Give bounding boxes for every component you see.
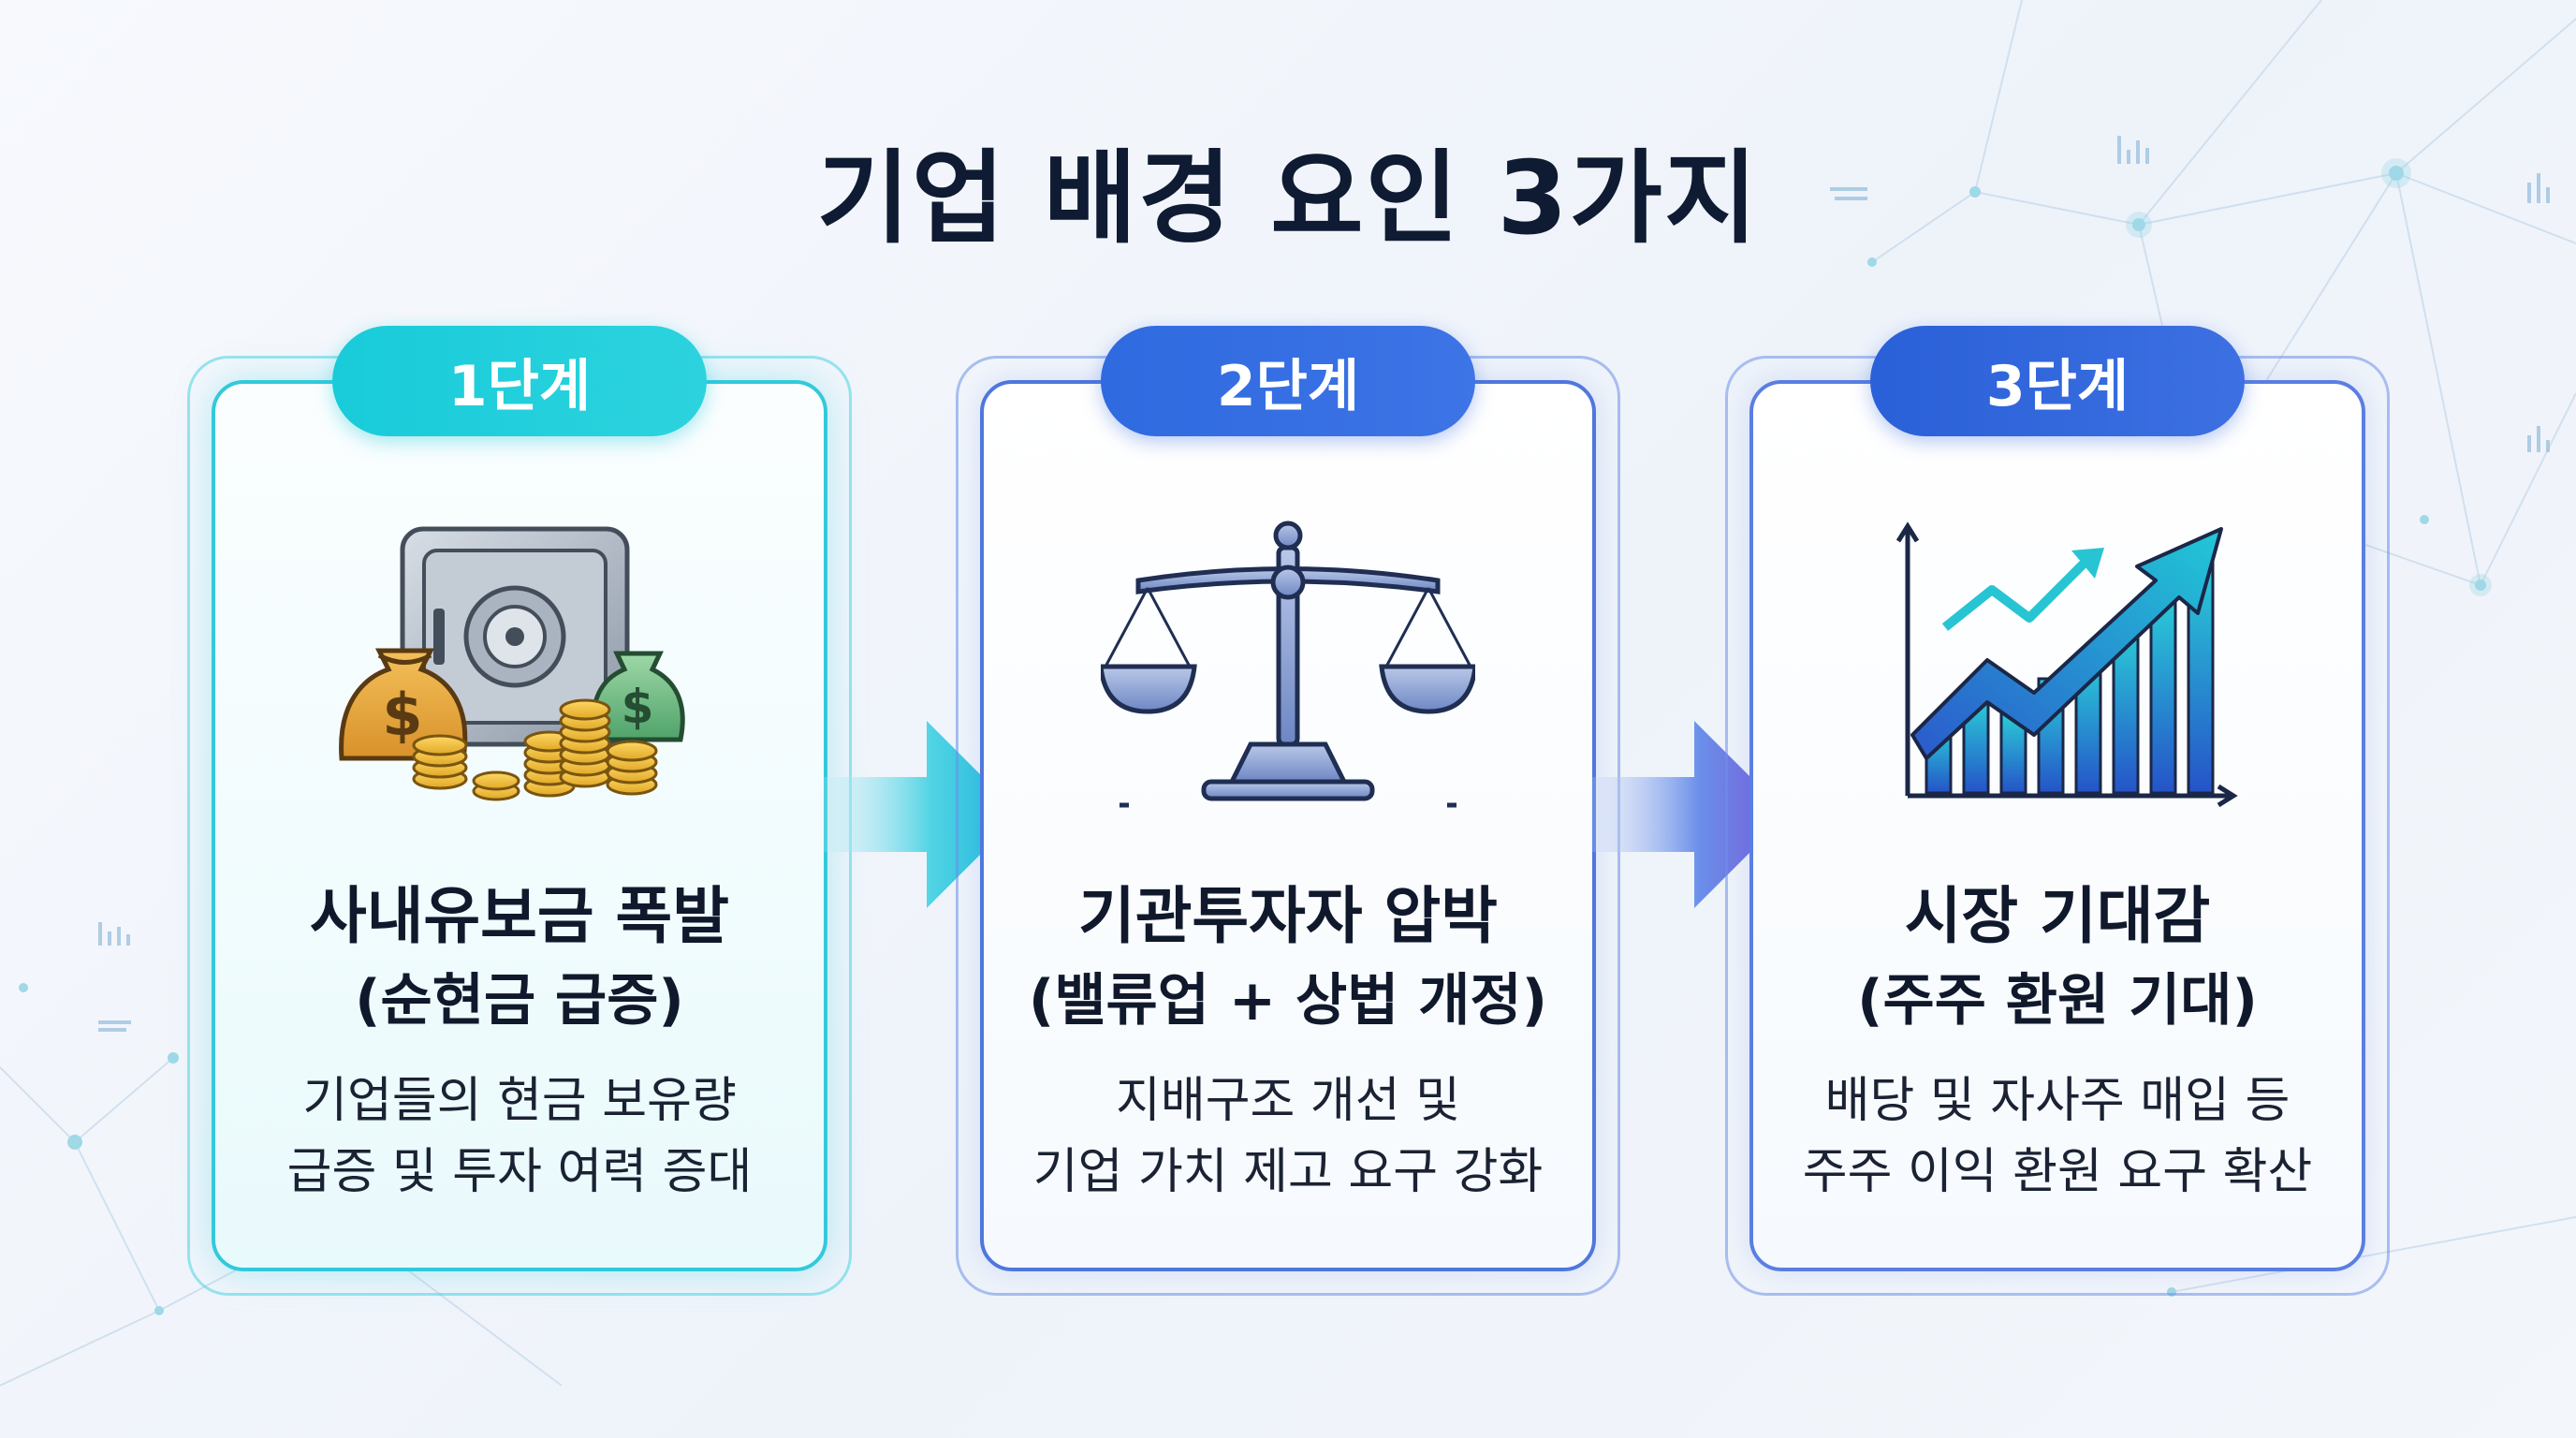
step-heading: 시장 기대감 xyxy=(1904,880,2211,952)
step-subheading: (주주 환원 기대) xyxy=(1857,968,2258,1034)
step-badge: 1단계 xyxy=(332,326,707,436)
desc-line-1: 지배구조 개선 및 xyxy=(1116,1073,1460,1129)
arrow-right-icon xyxy=(824,721,1020,908)
step-description: 기업들의 현금 보유량 급증 및 투자 여력 증대 xyxy=(187,1065,852,1208)
desc-line-2: 주주 이익 환원 요구 확산 xyxy=(1802,1144,2313,1200)
step-heading: 기관투자자 압박 xyxy=(1077,880,1499,952)
step-description: 지배구조 개선 및 기업 가치 제고 요구 강화 xyxy=(956,1065,1620,1208)
step-description: 배당 및 자사주 매입 등 주주 이익 환원 요구 확산 xyxy=(1725,1065,2390,1208)
svg-text:$: $ xyxy=(382,681,422,749)
safe-with-money-bags-and-coins-icon: $ $ xyxy=(339,526,685,801)
step-card-1: 1단계 $ $ xyxy=(187,326,852,1296)
rising-bar-chart-icon xyxy=(1895,521,2238,808)
step-subheading: (밸류업 + 상법 개정) xyxy=(1028,968,1548,1034)
svg-text:$: $ xyxy=(622,680,654,734)
desc-line-1: 배당 및 자사주 매입 등 xyxy=(1824,1073,2291,1129)
step-subheading: (순현금 급증) xyxy=(355,968,684,1034)
step-card-2: 2단계 기관투자자 압박 (밸류업 + 상법 개정) 지배구조 개선 및 기업 xyxy=(956,326,1620,1296)
desc-line-2: 기업 가치 제고 요구 강화 xyxy=(1032,1144,1544,1200)
arrow-right-icon xyxy=(1591,721,1788,908)
balance-scale-icon xyxy=(1101,521,1475,808)
step-heading: 사내유보금 폭발 xyxy=(309,880,730,952)
step-card-3: 3단계 시장 기대감 (주주 xyxy=(1725,326,2390,1296)
desc-line-1: 기업들의 현금 보유량 xyxy=(302,1073,737,1129)
page-title: 기업 배경 요인 3가지 xyxy=(816,140,1760,257)
card-inner-panel xyxy=(1749,380,2365,1271)
step-badge: 2단계 xyxy=(1101,326,1475,436)
step-badge: 3단계 xyxy=(1870,326,2245,436)
desc-line-2: 급증 및 투자 여력 증대 xyxy=(286,1144,753,1200)
